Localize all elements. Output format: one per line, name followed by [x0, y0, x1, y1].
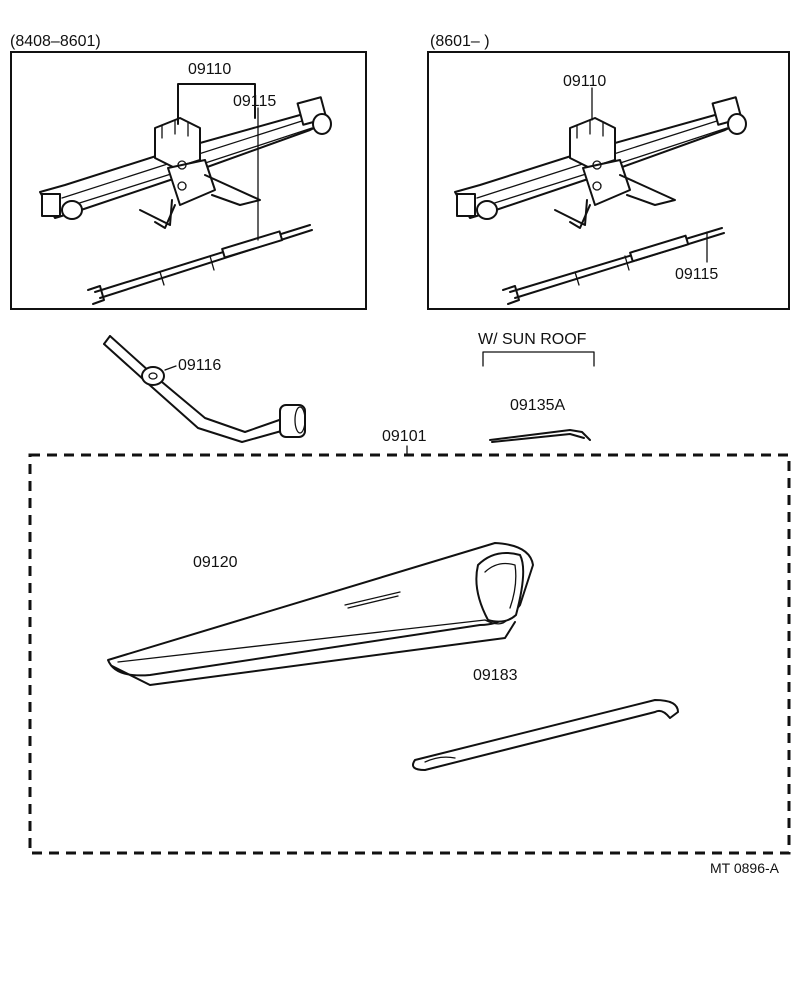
sunroof-bracket	[482, 351, 595, 367]
tool-kit-boundary	[28, 453, 791, 855]
label-jack-right: 09110	[563, 73, 606, 90]
label-jack-left: 09110	[188, 61, 231, 78]
leader-jack-left	[177, 83, 256, 125]
label-handle-right: 09115	[675, 266, 718, 283]
sunroof-note: W/ SUN ROOF	[478, 331, 587, 348]
tool-bag-drawing	[107, 542, 534, 686]
label-handle-left: 09115	[233, 93, 276, 110]
label-wrench: 09116	[178, 357, 221, 374]
handle-left-drawing	[87, 224, 313, 305]
pry-bar-drawing	[412, 699, 679, 771]
label-pry-bar: 09183	[473, 667, 518, 684]
leader-wrench	[164, 365, 177, 371]
right-panel-date-range: (8601– )	[430, 33, 490, 50]
label-tool-bag: 09120	[193, 554, 238, 571]
label-tool-kit: 09101	[382, 428, 427, 445]
label-sunroof-tool: 09135A	[510, 397, 565, 414]
jack-right-drawing	[454, 96, 747, 229]
left-panel-frame	[10, 51, 367, 310]
sunroof-tool-drawing	[489, 429, 591, 443]
right-panel-frame	[427, 51, 790, 310]
wrench-drawing	[103, 335, 306, 443]
jack-left-drawing	[39, 96, 332, 229]
left-panel-date-range: (8408–8601)	[10, 33, 101, 50]
drawing-code: MT 0896-A	[710, 860, 780, 876]
handle-right-drawing	[502, 227, 725, 305]
